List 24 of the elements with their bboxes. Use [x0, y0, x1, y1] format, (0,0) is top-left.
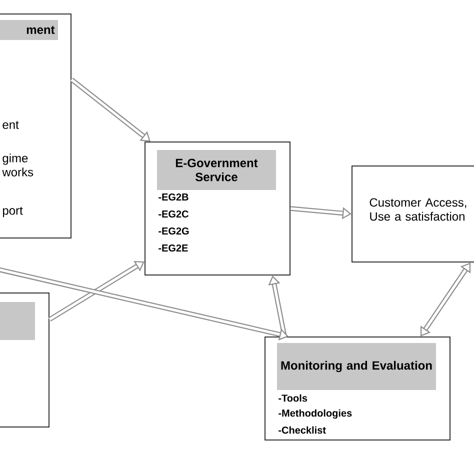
node-text: -Checklist [278, 426, 326, 434]
process-box [0, 14, 72, 238]
process-box [0, 292, 50, 428]
process-box [264, 336, 450, 440]
node-text: -Tools [278, 394, 308, 402]
node-text: ent [2, 121, 19, 129]
heading-band: E-Government Service [157, 150, 276, 190]
node-text: -Methodologies [278, 409, 352, 419]
node-text: port [2, 206, 23, 218]
node-text: gime works [2, 154, 34, 176]
arrow [0, 266, 288, 340]
arrow [48, 260, 144, 322]
process-box [144, 142, 290, 276]
heading-band: Monitoring and Evaluation [277, 343, 436, 390]
arrow [70, 78, 150, 142]
node-text: Customer Access, Use a satisfaction [370, 198, 466, 221]
node-text: -EG2E [158, 244, 188, 252]
node-text: -EG2C [158, 210, 188, 218]
arrow [268, 276, 287, 337]
node-text: -EG2B [158, 193, 188, 201]
arrow [420, 262, 471, 336]
process-box [352, 166, 474, 262]
node-text: -EG2G [158, 227, 189, 235]
heading-band: ment [0, 20, 58, 40]
